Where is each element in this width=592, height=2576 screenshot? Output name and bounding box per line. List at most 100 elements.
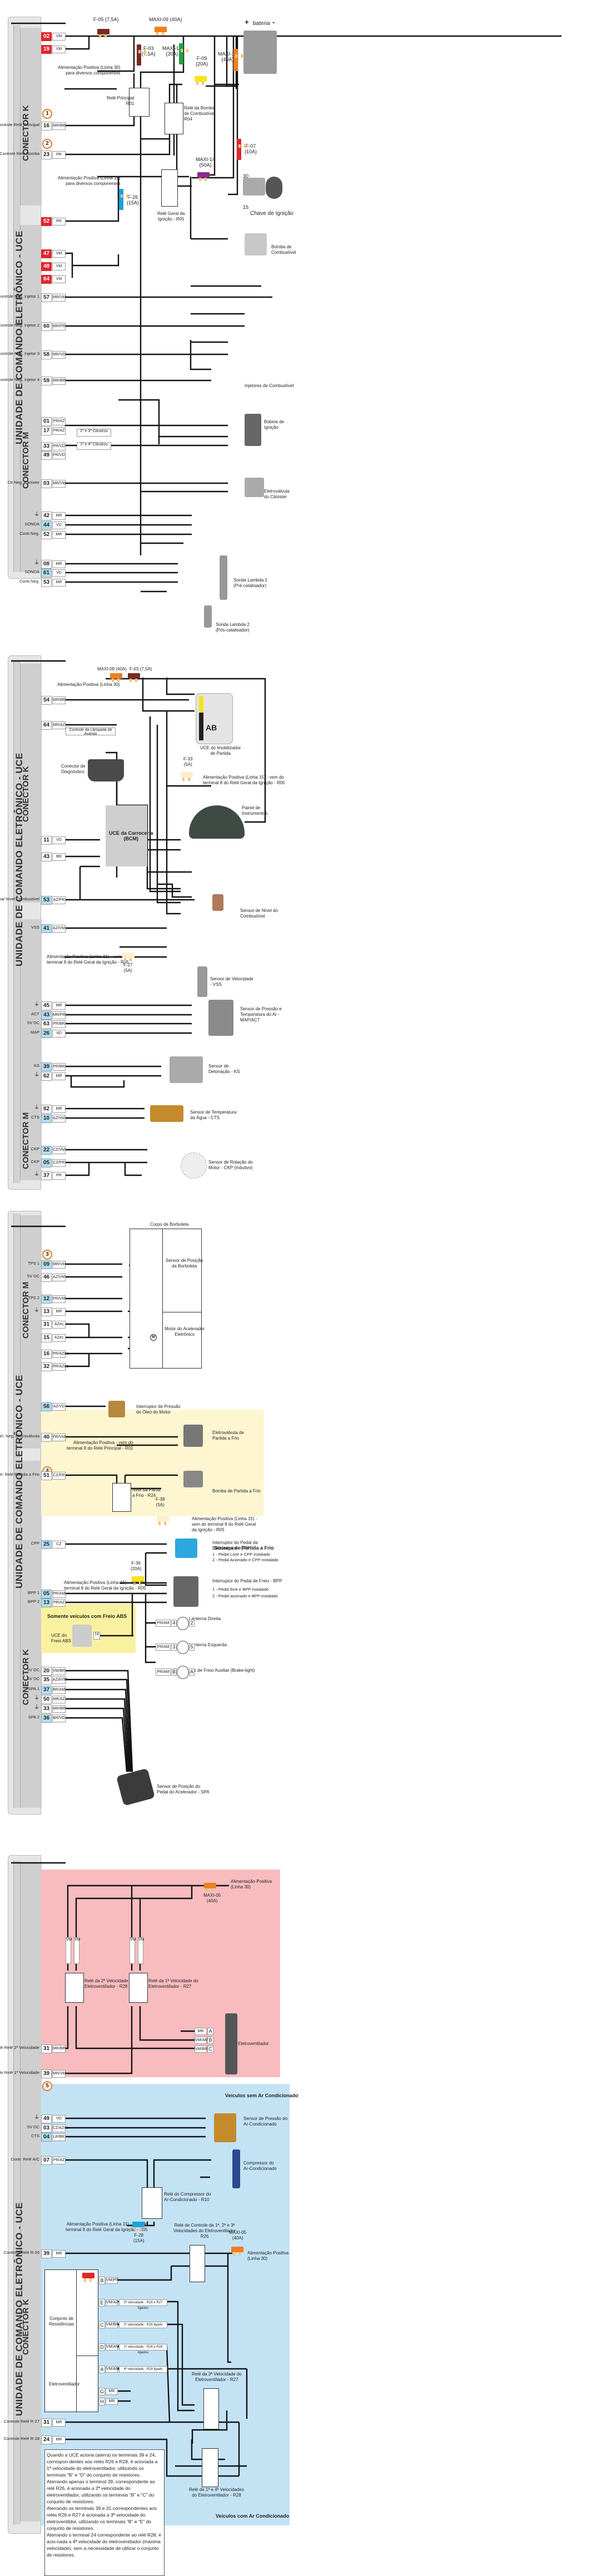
resistors-label: Conjunto de Resistências bbox=[49, 2316, 74, 2327]
ecu-pin: 10 bbox=[41, 1114, 52, 1123]
fan-wire-tag: VM/BR bbox=[195, 2046, 207, 2053]
supply15-label: Alimentação Positiva (Linha 15) - vem do… bbox=[66, 2222, 148, 2232]
relay-r28-speed14 bbox=[202, 2448, 218, 2487]
wire-color-tag: PR/VM bbox=[52, 1434, 66, 1441]
wire-color-tag: VD bbox=[52, 1030, 66, 1038]
relay-r01-label: Relé Principal R01 bbox=[107, 96, 135, 106]
pin-function-label: Controle Neg. Injetor 4 bbox=[0, 377, 39, 382]
ecu-pin: 49 bbox=[41, 451, 52, 460]
knock-sensor bbox=[170, 1056, 203, 1083]
wire-color-tag: PR/AZes bbox=[52, 1363, 68, 1371]
relay-r05-label: Relé Geral da Ignição - R05 bbox=[157, 211, 185, 222]
relay-r27-fan1 bbox=[129, 1973, 148, 2003]
wire-color-tag: AZ/PR bbox=[52, 896, 66, 904]
wire-color-tag: MR bbox=[52, 1105, 66, 1113]
cold-system-title: Sistema de Partida a Frio bbox=[214, 1545, 274, 1551]
fuse-maxi05-ac-label: MAXI-05 (40A) bbox=[229, 2230, 247, 2241]
pin-function-label: 5V DC bbox=[27, 1020, 39, 1025]
ground-icon: ⏚ bbox=[34, 1695, 39, 1701]
canister-valve-icon bbox=[245, 478, 264, 497]
wire-color-tag: MR bbox=[52, 2436, 66, 2444]
brake-light-label: Luz de Freio Auxiliar (Brake-light) bbox=[189, 1668, 255, 1673]
bpp-state-1: 1 - Pedal livre e BPP instalado bbox=[212, 1587, 269, 1592]
fuse-f38 bbox=[157, 1516, 169, 1525]
pin-function-label: BPP 1 bbox=[27, 1590, 39, 1595]
ecu-pin: 33 bbox=[41, 442, 52, 451]
cyl14-tag: 1º e 4º Cilindros bbox=[77, 442, 111, 450]
ecu-pin: 57 bbox=[41, 293, 52, 302]
wire-color-tag: CZ/PR bbox=[52, 1159, 66, 1167]
wire-color-tag: VM bbox=[52, 275, 66, 283]
ecu-pin: 51 bbox=[41, 1471, 52, 1480]
resistor-pin: A bbox=[99, 2365, 105, 2373]
pin-function-label: CKP bbox=[31, 1159, 39, 1164]
connector-k-block bbox=[20, 1863, 42, 2522]
ecu-pin: 41 bbox=[41, 924, 52, 933]
ecu-title: UNIDADE DE COMANDO ELETRÔNICO - UCE bbox=[14, 230, 24, 444]
wire-color-tag: AZd/VM bbox=[52, 1676, 67, 1684]
fuse-f05 bbox=[97, 29, 110, 38]
fan-label: Eletroventilador bbox=[238, 2041, 269, 2046]
relay-r26 bbox=[190, 2245, 205, 2282]
wire-color-tag: PR/AZ bbox=[52, 418, 66, 425]
ecu-pin: 43 bbox=[41, 853, 52, 861]
wire-tag-vm-1: VM bbox=[66, 1937, 72, 1964]
immobilizer-stripe-yellow bbox=[199, 696, 203, 713]
wire-color-tag: AZ/VM bbox=[52, 925, 66, 933]
wire-color-tag: VD bbox=[52, 522, 66, 529]
wire-color-tag: MR/BR bbox=[52, 696, 66, 704]
cyl23-tag: 2º e 3º Cilindros bbox=[77, 429, 111, 437]
pin-function-label: Controle Relé 1ª Velocidade bbox=[0, 2070, 39, 2075]
resistor-wire-tag: VM/BR bbox=[106, 2322, 118, 2328]
ecu-pin: 39 bbox=[41, 2069, 52, 2078]
ecu-pin: 39 bbox=[41, 2249, 52, 2258]
compressor-label: Compressor do Ar-Condicionado bbox=[243, 2161, 277, 2171]
supply15-label: Alimentação Positiva (Linha 15) para div… bbox=[58, 176, 121, 186]
fuse-f26 bbox=[119, 189, 123, 210]
thermal-fuse bbox=[82, 2273, 94, 2282]
knock-label: Sensor de Detonação - KS bbox=[208, 1064, 240, 1074]
ecu-pin: 17 bbox=[41, 427, 52, 435]
pin-function-label: Controle Relé R-26 bbox=[3, 2250, 39, 2255]
ecu-pin: 12 bbox=[41, 1295, 52, 1304]
wire-color-tag: CZ/VM bbox=[52, 1146, 66, 1154]
wire-color-tag: MR/VM bbox=[52, 2070, 66, 2078]
ecu-pin: 24 bbox=[41, 2435, 52, 2444]
lamp-pin-a: 4 bbox=[171, 1620, 177, 1627]
wire-color-tag: PR/AM bbox=[52, 1590, 66, 1598]
pin-function-label: CKP bbox=[31, 1146, 39, 1151]
ecu-pin: 50 bbox=[41, 1695, 52, 1704]
relay-r28-fan2 bbox=[65, 1973, 84, 2003]
speed-description: 2ª velocidade - R26 ligado bbox=[119, 2322, 167, 2328]
motor-m-symbol: M bbox=[150, 1334, 157, 1341]
bcm-ecu bbox=[106, 805, 147, 866]
fan2-label: Eletroventilador bbox=[49, 2382, 80, 2387]
ecu-pin: 63 bbox=[41, 1020, 52, 1029]
wire-tag-vm-2: VM bbox=[74, 1937, 81, 1964]
ground-icon: ⏚ bbox=[34, 1307, 39, 1314]
ecu-frame bbox=[13, 1214, 21, 1808]
supply30-label: Alimentação Positiva (Linha 30) bbox=[231, 1879, 272, 1890]
pin-function-label: Contr.Neg. bbox=[19, 531, 39, 536]
fuse-f03 bbox=[128, 673, 140, 682]
fan-pin: A bbox=[207, 2028, 213, 2035]
ecu-pin: 01 bbox=[41, 417, 52, 426]
lamp-wire-tag: PR/AM bbox=[156, 1620, 171, 1627]
relay-r27-speed3 bbox=[203, 2388, 219, 2429]
ecu-frame bbox=[13, 25, 21, 572]
ecu-pin: 53 bbox=[41, 896, 52, 905]
lambda2-label: Sonda Lambda 2 (Pós-catalisador) bbox=[216, 622, 250, 633]
wire-color-tag: BR/VD bbox=[52, 1715, 66, 1722]
etc-motor-box bbox=[162, 1312, 202, 1369]
ground-icon: ⏚ bbox=[34, 1705, 39, 1711]
wire-color-tag: MR bbox=[52, 2419, 66, 2427]
lambda1-label: Sonda Lambda 1 (Pré-catalisador) bbox=[233, 578, 267, 588]
wire-color-tag: PR/BR bbox=[52, 1063, 66, 1071]
fan-icon bbox=[225, 2013, 237, 2074]
etc-motor-label: Motor do Acelerador Eletrônico bbox=[165, 1326, 205, 1337]
connector-k-block bbox=[20, 28, 42, 206]
ecu-pin: 61 bbox=[41, 569, 52, 578]
pin-function-label: Controle Relé Bomba bbox=[0, 151, 39, 156]
callout-5: 5 bbox=[42, 2081, 52, 2091]
pin-function-label: BPP 2 bbox=[27, 1599, 39, 1604]
